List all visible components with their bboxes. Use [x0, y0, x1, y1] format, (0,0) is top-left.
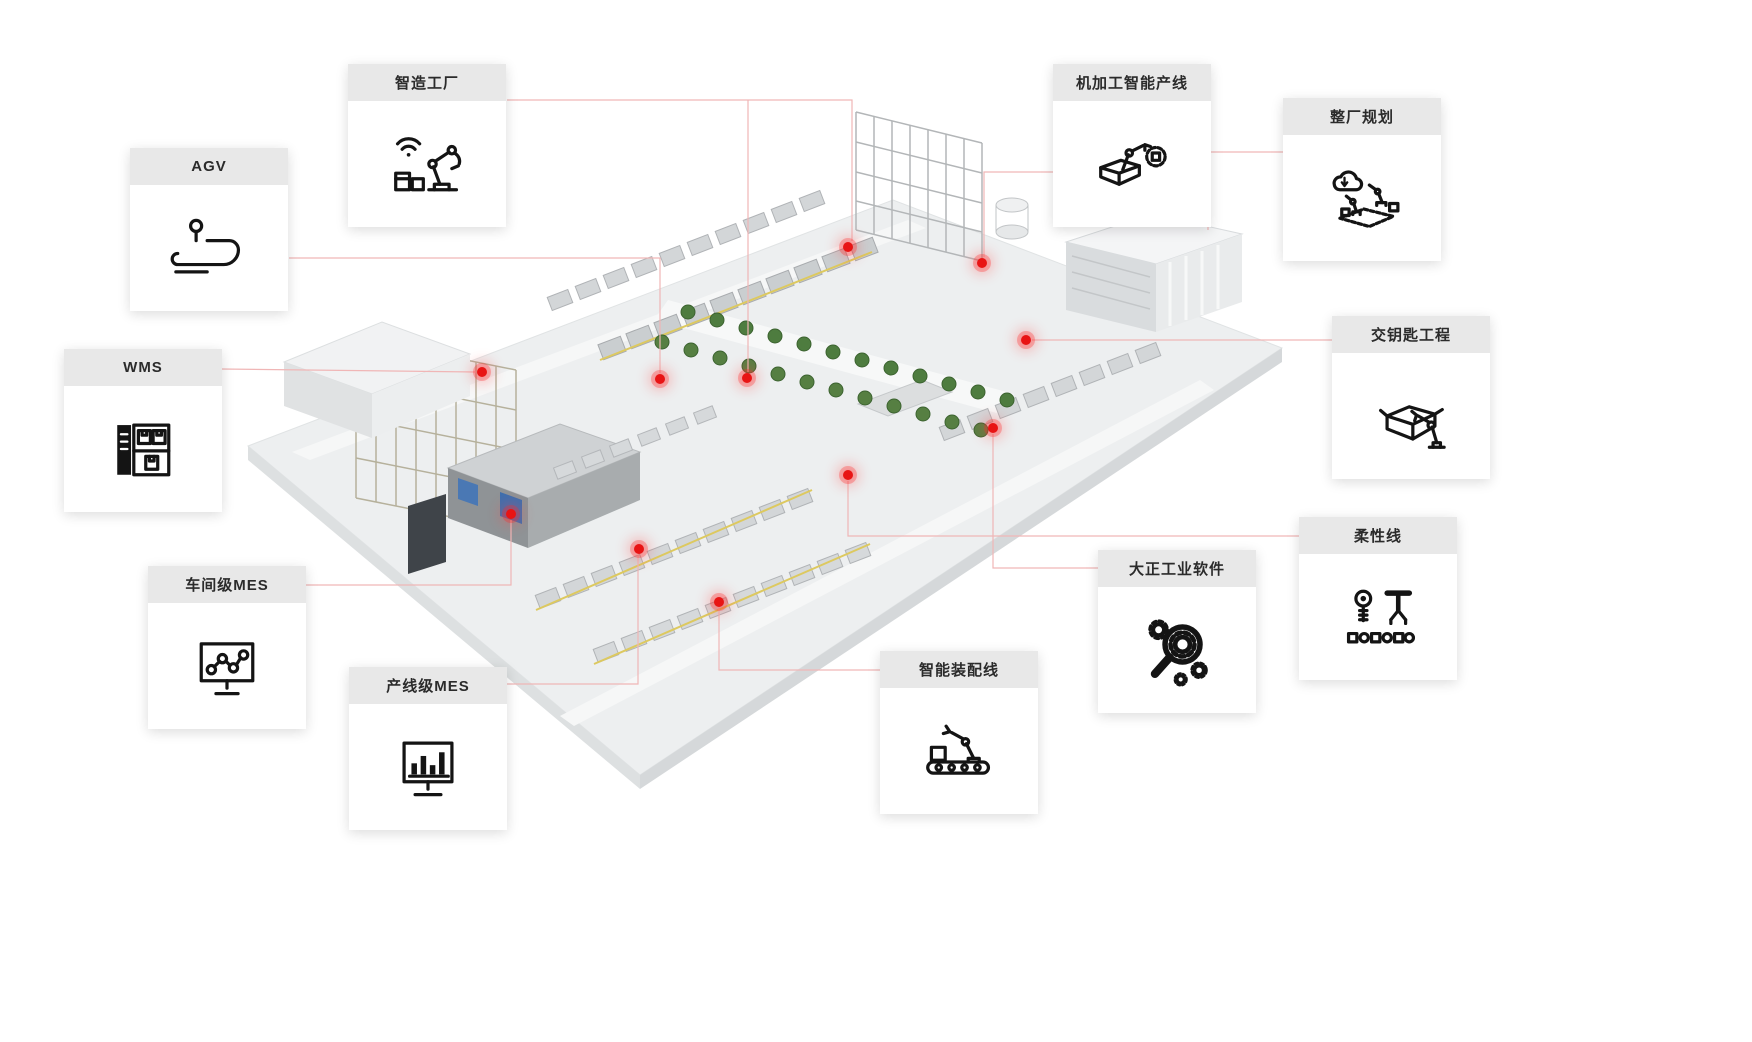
card-plant-planning: 整厂规划: [1283, 98, 1441, 261]
monitor-node-graph-icon: [199, 642, 255, 696]
hotspot-dot[interactable]: [988, 423, 998, 433]
robot-conveyor-icon: [926, 724, 991, 775]
card-label: 车间级MES: [185, 577, 269, 594]
card-body: [349, 704, 507, 830]
card-body: [880, 688, 1038, 814]
palm-trees: [654, 304, 1015, 438]
monitor-bar-chart-icon: [402, 741, 454, 797]
card-header: 车间级MES: [148, 566, 306, 603]
connector-line: [220, 368, 477, 373]
card-body: [1283, 135, 1441, 261]
card-header: AGV: [130, 148, 288, 185]
hotspot-dot[interactable]: [477, 367, 487, 377]
round-tower: [995, 197, 1029, 240]
card-header: 整厂规划: [1283, 98, 1441, 135]
card-wms: WMS: [64, 349, 222, 512]
card-body: [148, 603, 306, 729]
connector-line: [1207, 151, 1283, 230]
card-line-mes: 产线级MES: [349, 667, 507, 830]
card-body: [64, 386, 222, 512]
card-flexible-line: 柔性线: [1299, 517, 1457, 680]
card-body: [130, 185, 288, 311]
center-block: [856, 379, 954, 417]
card-header: 交钥匙工程: [1332, 316, 1490, 353]
hotspot-dot[interactable]: [977, 258, 987, 268]
connector-line: [507, 99, 853, 241]
robot-open-box-icon: [1379, 405, 1446, 449]
card-agv: AGV: [130, 148, 288, 311]
card-body: [1098, 587, 1256, 713]
card-header: WMS: [64, 349, 222, 386]
card-header: 智能装配线: [880, 651, 1038, 688]
agv-vehicle-icon: [170, 218, 241, 274]
connector-line: [718, 608, 880, 671]
card-body: [1332, 353, 1490, 479]
card-header: 产线级MES: [349, 667, 507, 704]
hotspot-dot[interactable]: [655, 374, 665, 384]
flexible-tools-icon: [1346, 589, 1416, 644]
connector-line: [847, 481, 1299, 537]
cnc-row-1: [546, 189, 826, 312]
card-label: 交钥匙工程: [1370, 327, 1451, 344]
card-label: WMS: [123, 359, 163, 376]
machining-row-east: [938, 341, 1162, 442]
card-header: 智造工厂: [348, 64, 506, 101]
card-header: 机加工智能产线: [1053, 64, 1211, 101]
card-machining-line: 机加工智能产线: [1053, 64, 1211, 227]
hotspot-dot[interactable]: [843, 242, 853, 252]
safety-fence: [535, 489, 813, 611]
hotspot-dot[interactable]: [714, 597, 724, 607]
safety-fence: [593, 543, 871, 665]
card-turnkey-project: 交钥匙工程: [1332, 316, 1490, 479]
connector-line: [306, 520, 512, 586]
connector-line: [289, 257, 661, 373]
connector-line: [992, 434, 1098, 569]
connector-line: [506, 555, 639, 685]
hotspot-dot[interactable]: [506, 509, 516, 519]
office-building: [1064, 213, 1244, 332]
card-body: [1053, 101, 1211, 227]
robot-arm-wifi-icon: [394, 137, 462, 192]
robot-gear-chip-icon: [1099, 143, 1167, 186]
card-header: 大正工业软件: [1098, 550, 1256, 587]
cnc-row-2: [597, 236, 879, 361]
connector-line: [983, 171, 1053, 257]
card-label: AGV: [191, 158, 227, 175]
card-body: [1299, 554, 1457, 680]
hotspot-dot[interactable]: [634, 544, 644, 554]
card-label: 产线级MES: [386, 678, 470, 695]
highbay-racks-north: [855, 111, 983, 262]
card-smart-assembly-line: 智能装配线: [880, 651, 1038, 814]
card-dazheng-software: 大正工业软件: [1098, 550, 1256, 713]
gears-magnifier-icon: [1148, 619, 1208, 687]
cloud-robots-layout-icon: [1332, 170, 1400, 229]
hotspot-dot[interactable]: [742, 373, 752, 383]
card-label: 机加工智能产线: [1075, 75, 1188, 92]
card-header: 柔性线: [1299, 517, 1457, 554]
card-label: 智能装配线: [918, 662, 999, 679]
mid-row: [552, 405, 718, 480]
card-body: [348, 101, 506, 227]
card-label: 柔性线: [1353, 528, 1402, 545]
hotspot-dot[interactable]: [843, 470, 853, 480]
card-workshop-mes: 车间级MES: [148, 566, 306, 729]
safety-fence: [599, 251, 873, 361]
card-label: 整厂规划: [1329, 109, 1394, 126]
hotspot-dot[interactable]: [1021, 335, 1031, 345]
west-warehouse: [282, 321, 472, 438]
control-room: [408, 423, 642, 574]
warehouse-cabinet-icon: [117, 423, 171, 477]
card-smart-factory: 智造工厂: [348, 64, 506, 227]
card-label: 智造工厂: [394, 75, 459, 92]
card-label: 大正工业软件: [1128, 561, 1225, 578]
